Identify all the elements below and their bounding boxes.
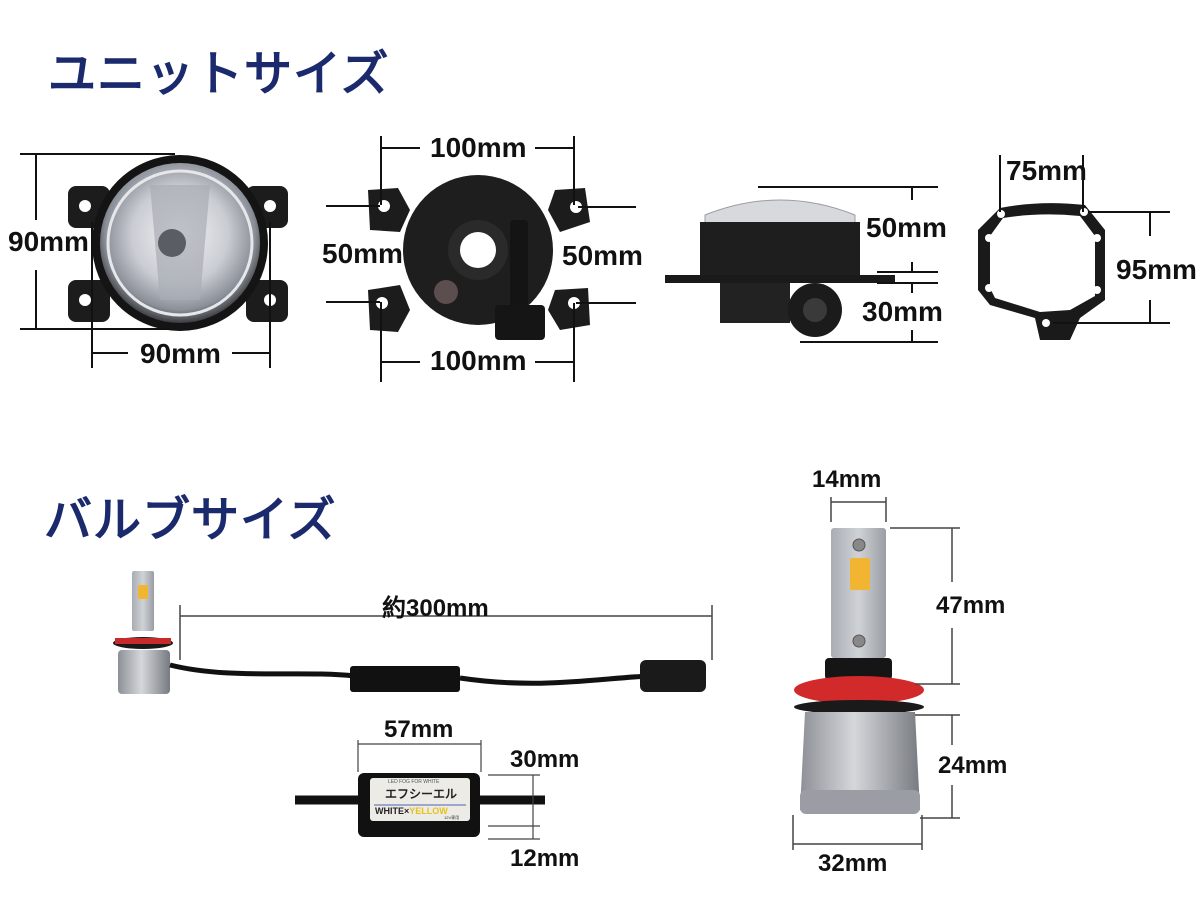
controller-length-label: 57mm: [384, 716, 454, 743]
cable-length-label: 約300mm: [382, 595, 489, 622]
bulb-size-title: バルブサイズ: [44, 492, 337, 548]
fog-lamp-front-view: [68, 155, 288, 331]
controller-box: [295, 773, 545, 837]
bracket-height-label: 95mm: [1116, 254, 1197, 285]
back-right-height-label: 50mm: [562, 240, 643, 271]
bracket-hole-spacing-label: 75mm: [1006, 155, 1087, 186]
controller-dimension-lines: [357, 740, 540, 840]
side-upper-depth-label: 50mm: [866, 212, 947, 243]
bracket-dimension-lines: [999, 155, 1170, 324]
led-bulb-large: [794, 528, 924, 814]
front-dimension-lines: [20, 153, 271, 368]
back-bottom-width-label: 100mm: [430, 345, 527, 376]
chip-width-label: 14mm: [812, 466, 882, 493]
controller-label-small: LED FOG FOR WHITE: [388, 779, 440, 785]
bulb-dimension-lines: [792, 497, 960, 850]
base-diameter-label: 32mm: [818, 850, 888, 877]
bulb-with-cable: [113, 571, 706, 694]
unit-size-title: ユニットサイズ: [48, 46, 390, 102]
front-height-label: 90mm: [8, 226, 89, 257]
controller-label-x: ×: [404, 806, 410, 816]
side-lower-depth-label: 30mm: [862, 296, 943, 327]
controller-width-label: 30mm: [510, 746, 580, 773]
fog-lamp-side-view: [665, 199, 895, 337]
back-top-width-label: 100mm: [430, 132, 527, 163]
controller-label-yellow: YELLOW: [409, 806, 448, 816]
cable-dimension-line: [179, 605, 713, 660]
base-height-label: 24mm: [938, 752, 1008, 779]
fog-lamp-bracket: [978, 203, 1105, 340]
controller-thickness-label: 12mm: [510, 845, 580, 872]
head-height-label: 47mm: [936, 592, 1006, 619]
controller-label-colors: WHITE×YELLOW: [375, 806, 448, 816]
back-left-height-label: 50mm: [322, 238, 403, 269]
controller-label-white: WHITE: [375, 806, 404, 816]
front-width-label: 90mm: [140, 338, 221, 369]
back-dimension-lines: [326, 136, 636, 382]
controller-label-voltage: 12V専用: [444, 815, 460, 820]
controller-label-brand: エフシーエル: [385, 787, 458, 801]
side-dimension-lines: [758, 186, 938, 343]
